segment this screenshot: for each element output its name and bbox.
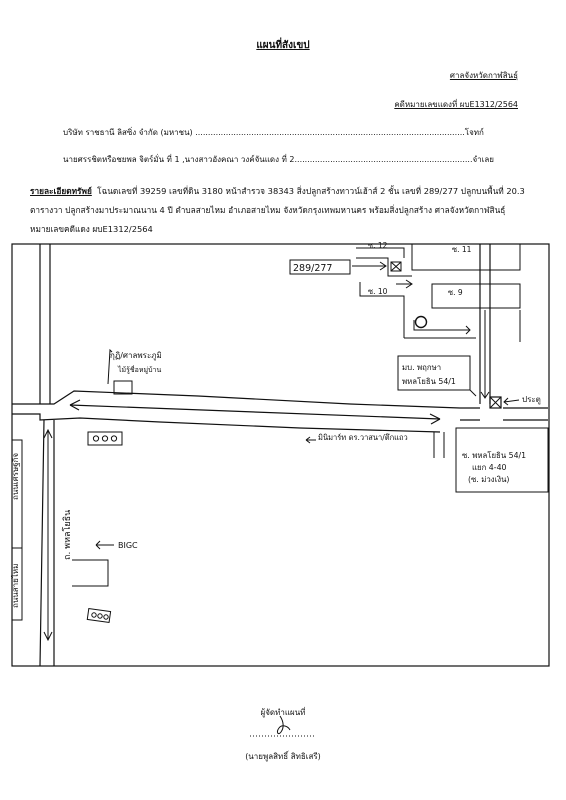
traffic-light-lower	[86, 607, 112, 624]
soi-road-vertical	[479, 244, 491, 404]
phahon-soi-label: ซ. พหลโยธิน 54/1	[462, 451, 526, 460]
map-frame	[11, 243, 550, 667]
phahonyothin-road-label: ถ. พหลโยธิน	[62, 510, 73, 560]
property-text: โฉนดเลขที่ 39259 เลขที่ดิน 3180 หน้าสำรว…	[30, 186, 525, 234]
case-number: คดีหมายเลขแดงที่ ผบE1312/2564	[394, 100, 518, 109]
traffic-light-upper	[87, 431, 123, 446]
shrine-label-2: ไม้รู้ชื่อหมู่บ้าน	[117, 365, 161, 374]
soi-10-label: ซ. 10	[368, 287, 388, 296]
phahon-soi-label-3: (ซ. ม่วงเงิน)	[468, 475, 509, 484]
left-road-upper	[39, 244, 51, 404]
right-lot-box	[455, 427, 549, 493]
house-number-box	[289, 259, 351, 275]
bigc-building	[72, 559, 109, 587]
main-road-bottom-edge	[12, 413, 441, 433]
soi-11-label: ซ. 11	[452, 245, 472, 254]
house-number: 289/277	[293, 263, 332, 274]
left-road-top-label: ถนนเศรษฐกิจ	[11, 453, 20, 500]
soi-9-label: ซ. 9	[448, 288, 463, 297]
block-soi-9	[431, 283, 521, 309]
village-label-1: มบ. พฤกษา	[402, 363, 441, 372]
left-road-bottom-label: ถนนสายไหม	[11, 564, 20, 608]
gate-label: ประตู	[522, 395, 541, 405]
bigc-label: BIGC	[118, 541, 138, 550]
property-description: รายละเอียดทรัพย์ โฉนดเลขที่ 39259 เลขที่…	[30, 182, 536, 239]
main-road-top-edge	[12, 390, 461, 409]
phahon-soi-label-2: แยก 4-40	[472, 463, 507, 472]
signer-label: ผู้จัดทำแผนที่	[260, 708, 306, 717]
plaintiff-line: บริษัท ราชธานี ลิสซิ่ง จำกัด (มหาชน) ...…	[63, 128, 484, 137]
house-marker	[390, 261, 402, 272]
defendant-line: นายศรรชิตหรือชยพล จิตร์มั่น ที่ 1 ,นางสา…	[63, 155, 494, 164]
page-title: แผนที่สังเขป	[256, 40, 310, 51]
shrine-box	[113, 380, 133, 395]
village-box	[397, 355, 471, 391]
home-shop-label: มินิมาร์ท ดร.วาสนา/ตึกแถว	[318, 433, 408, 442]
village-label-2: พหลโยธิน 54/1	[402, 377, 456, 386]
roundabout	[414, 315, 428, 329]
property-label: รายละเอียดทรัพย์	[30, 186, 92, 196]
court-name: ศาลจังหวัดกาฬสินธุ์	[449, 71, 518, 80]
left-road-lower	[39, 419, 55, 667]
road-arrow	[69, 404, 441, 420]
block-soi-11	[411, 243, 521, 271]
shrine-label: กุฏิ/ศาลพระภูมิ	[110, 351, 162, 361]
soi-12-label: ซ. 12	[368, 241, 388, 250]
signer-name: (นายพูลสิทธิ์ สิทธิเสรี)	[245, 752, 321, 761]
